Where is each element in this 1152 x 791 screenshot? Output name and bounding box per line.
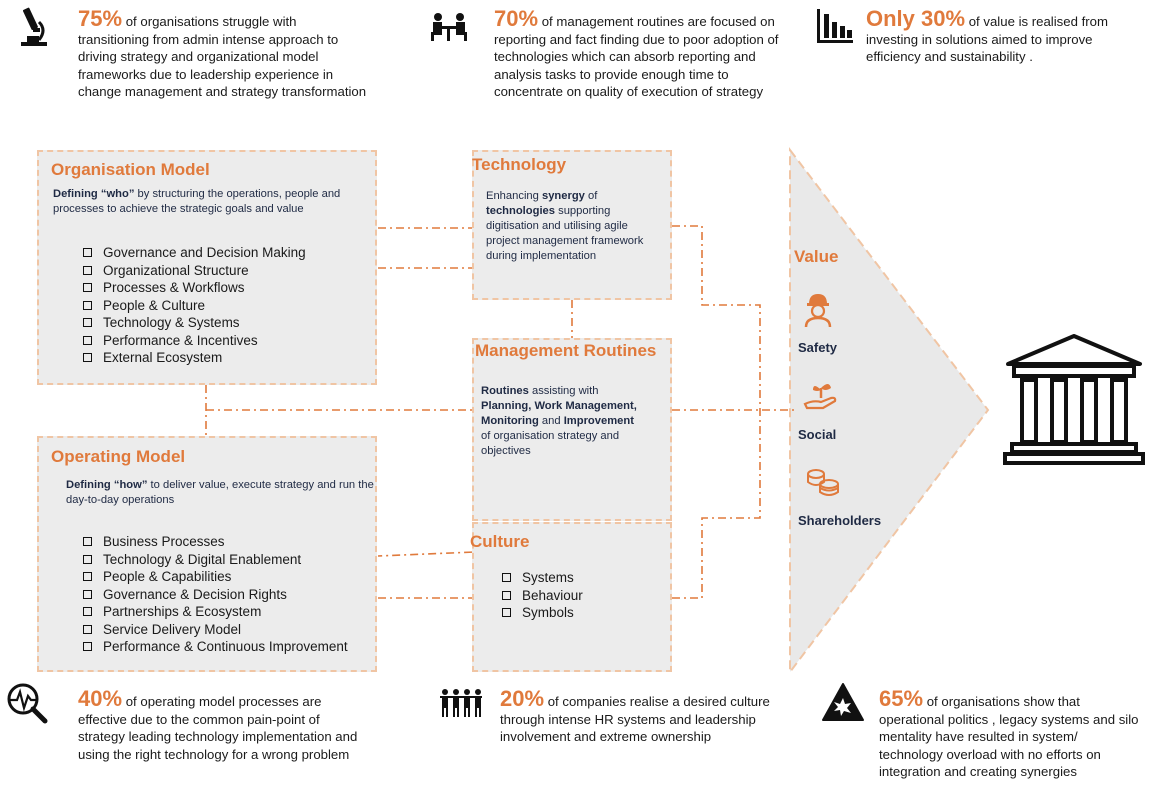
stat-pct: 75% — [78, 6, 123, 31]
plant-hand-icon — [803, 380, 839, 417]
checkbox-icon — [83, 265, 92, 275]
stat-pct: 20% — [500, 686, 545, 711]
checkbox-icon — [83, 300, 92, 310]
operating-model-title: Operating Model — [51, 447, 186, 466]
technology-desc: Enhancing synergy of technologies suppor… — [486, 190, 644, 262]
stat-text: of operating model processes are effecti… — [78, 694, 358, 762]
warning-explosion-icon — [821, 682, 865, 727]
list-item: Performance & Incentives — [83, 332, 306, 350]
checkbox-icon — [502, 608, 511, 618]
operating-model-box — [37, 436, 377, 672]
list-item: People & Capabilities — [83, 568, 348, 586]
stat-30: Only 30% of value is realised from inves… — [866, 8, 1141, 66]
stat-70: 70% of management routines are focused o… — [494, 8, 779, 101]
checkbox-icon — [83, 248, 92, 258]
checkbox-icon — [83, 283, 92, 293]
stat-text: of value is realised from investing in s… — [866, 14, 1108, 64]
meeting-icon — [430, 12, 468, 47]
culture-box — [472, 522, 672, 672]
list-item: Governance and Decision Making — [83, 244, 306, 262]
desc-rest: by structuring the operations, people an… — [53, 188, 341, 215]
list-item: Technology & Digital Enablement — [83, 551, 348, 569]
magnifier-pulse-icon — [6, 682, 48, 729]
list-item: Organizational Structure — [83, 262, 306, 280]
management-routines-title: Management Routines — [475, 341, 657, 360]
list-item: Business Processes — [83, 533, 348, 551]
organisation-model-desc: Defining “who” by structuring the operat… — [53, 187, 363, 217]
value-title: Value — [794, 247, 839, 266]
checkbox-icon — [83, 318, 92, 328]
list-item: Partnerships & Ecosystem — [83, 603, 348, 621]
checkbox-icon — [83, 589, 92, 599]
bank-building-icon — [1002, 334, 1146, 471]
stat-pct: 40% — [78, 686, 123, 711]
operating-model-list: Business Processes Technology & Digital … — [83, 533, 348, 656]
organisation-model-list: Governance and Decision Making Organizat… — [83, 244, 306, 367]
stat-text: of organisations struggle with transitio… — [78, 14, 367, 99]
stat-pct: 65% — [879, 686, 924, 711]
stat-65: 65% of organisations show that operation… — [879, 688, 1141, 781]
list-item: Technology & Systems — [83, 314, 306, 332]
management-routines-box — [472, 338, 672, 521]
checkbox-icon — [83, 607, 92, 617]
desc-rest: to deliver value, execute strategy and r… — [66, 479, 374, 506]
list-item: External Ecosystem — [83, 349, 306, 367]
stat-pct: Only 30% — [866, 6, 966, 31]
checkbox-icon — [83, 554, 92, 564]
stat-text: of organisations show that operational p… — [879, 694, 1139, 779]
list-item: Performance & Continuous Improvement — [83, 638, 348, 656]
list-item: Governance & Decision Rights — [83, 586, 348, 604]
technology-box — [472, 150, 672, 300]
checkbox-icon — [502, 573, 511, 583]
operating-model-desc: Defining “how” to deliver value, execute… — [66, 478, 376, 508]
organisation-model-title: Organisation Model — [51, 160, 210, 179]
checkbox-icon — [83, 642, 92, 652]
list-item: Processes & Workflows — [83, 279, 306, 297]
list-item: Behaviour — [502, 587, 583, 605]
list-item: Systems — [502, 569, 583, 587]
stat-text: of companies realise a desired culture t… — [500, 694, 770, 744]
value-label-safety: Safety — [798, 340, 838, 355]
checkbox-icon — [83, 353, 92, 363]
checkbox-icon — [83, 537, 92, 547]
bar-chart-icon — [816, 8, 854, 49]
desc-bold: Defining “who” — [53, 188, 135, 200]
checkbox-icon — [502, 590, 511, 600]
culture-title: Culture — [470, 532, 530, 551]
technology-title: Technology — [472, 155, 567, 174]
worker-icon — [803, 292, 833, 333]
stat-20: 20% of companies realise a desired cultu… — [500, 688, 770, 746]
stat-40: 40% of operating model processes are eff… — [78, 688, 368, 763]
stat-75: 75% of organisations struggle with trans… — [78, 8, 368, 101]
checkbox-icon — [83, 624, 92, 634]
desc-bold: Defining “how” — [66, 479, 148, 491]
value-label-shareholders: Shareholders — [798, 513, 882, 528]
checkbox-icon — [83, 572, 92, 582]
management-routines-desc: Routines assisting with Planning, Work M… — [481, 385, 637, 457]
checkbox-icon — [83, 335, 92, 345]
culture-list: Systems Behaviour Symbols — [502, 569, 583, 622]
organisation-model-box — [37, 150, 377, 385]
stat-pct: 70% — [494, 6, 539, 31]
list-item: Symbols — [502, 604, 583, 622]
list-item: Service Delivery Model — [83, 621, 348, 639]
list-item: People & Culture — [83, 297, 306, 315]
stat-text: of management routines are focused on re… — [494, 14, 779, 99]
value-arrow — [789, 147, 990, 675]
coins-icon — [805, 466, 841, 503]
microscope-icon — [17, 6, 49, 53]
team-icon — [440, 688, 482, 723]
value-label-social: Social — [798, 427, 837, 442]
